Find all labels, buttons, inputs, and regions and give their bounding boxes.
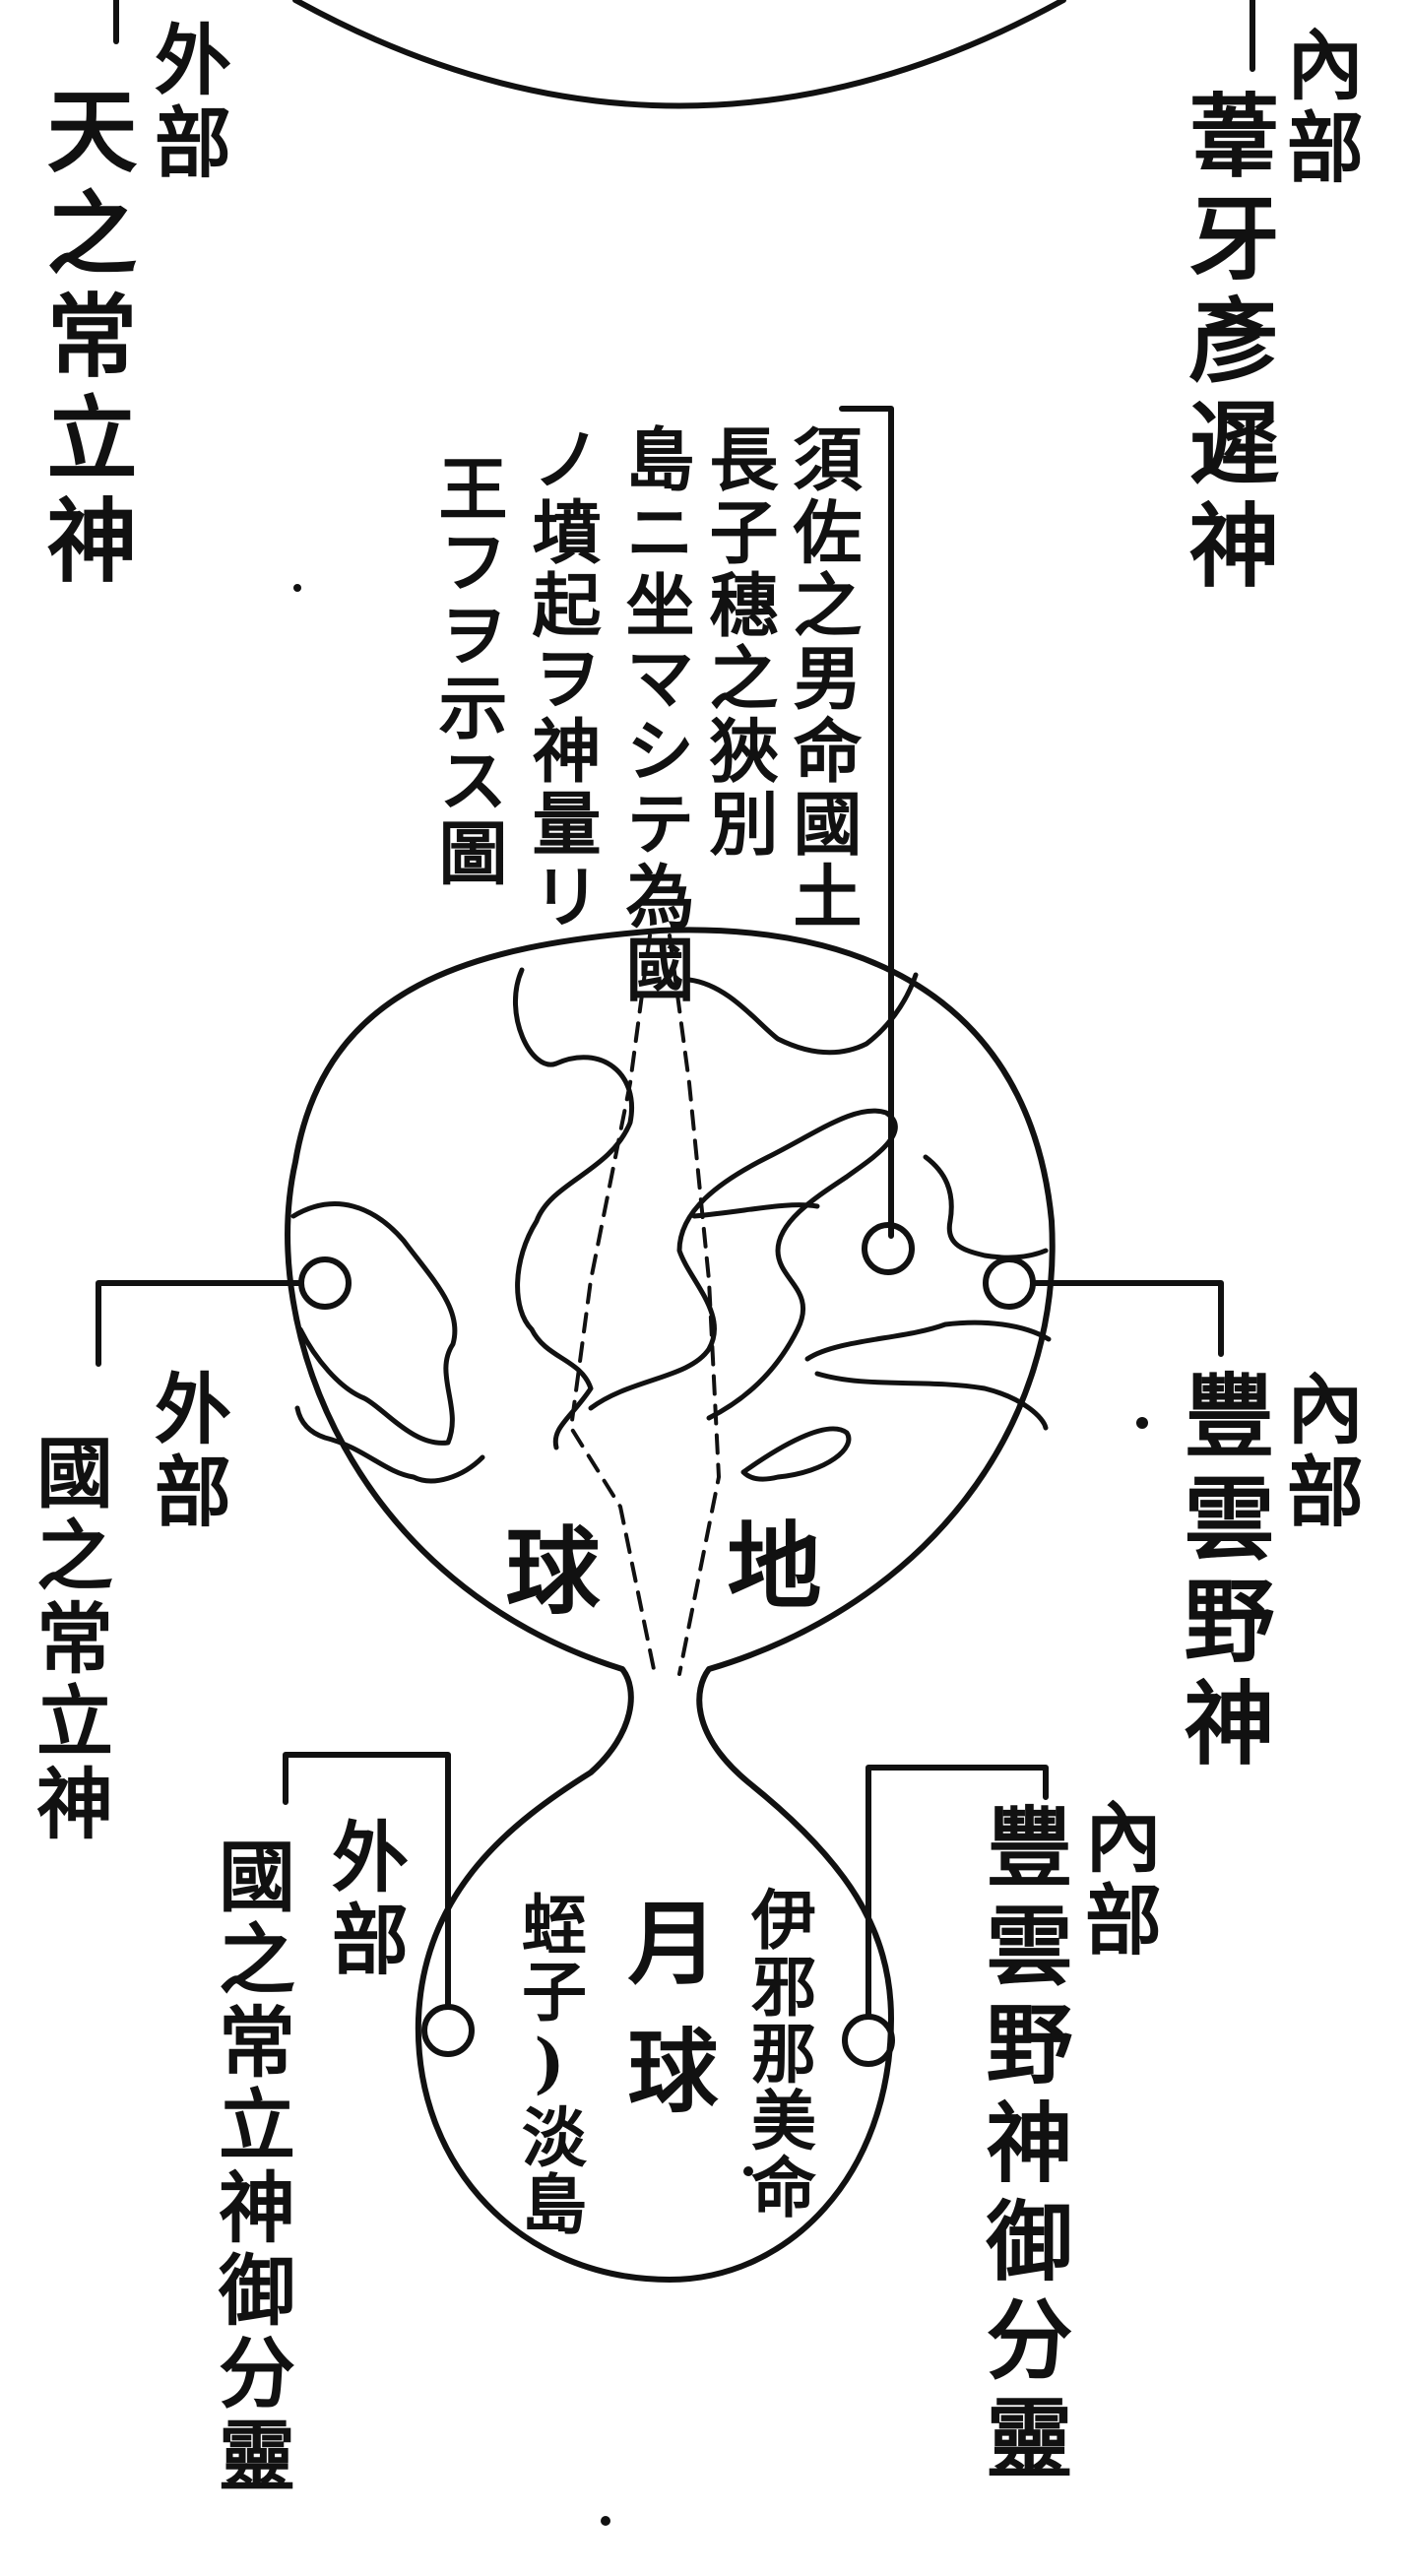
caption-line-1: 須佐之男命國土 <box>782 423 864 934</box>
caption-marker-circle <box>862 1222 915 1275</box>
moon-right-leader <box>865 1765 1049 2020</box>
caption-line-3: 島ニ坐マシテ為國 <box>614 423 696 1006</box>
moon-label-getsu: 月 <box>612 1896 719 1998</box>
moon-left-deity-name: 國之常立神御分靈 <box>206 1836 295 2498</box>
earth-label-kyu: 球 <box>489 1521 601 1628</box>
top-left-deity-name: 天之常立神 <box>32 84 138 596</box>
caption-dashed-lines <box>569 934 721 1676</box>
caption-line-2: 長子穗之狹別 <box>698 423 780 861</box>
moon-left-leader <box>283 1752 451 2010</box>
earth-left-leader <box>96 1280 303 1367</box>
moon-left-part-label: 外部 <box>319 1817 409 1982</box>
moon-right-marker <box>842 2014 895 2067</box>
earth-right-leader <box>1031 1280 1224 1357</box>
top-right-deity-name: 葦牙彥遲神 <box>1174 89 1280 601</box>
heaven-sphere-arc <box>292 0 1066 109</box>
earth-right-deity-name: 豐雲野神 <box>1169 1369 1275 1778</box>
caption-line-5: 王フヲ示ス圖 <box>427 453 509 890</box>
moon-inner-right-text: 伊邪那美命 <box>740 1886 817 2221</box>
earth-left-part-label: 外部 <box>142 1369 231 1534</box>
moon-left-marker <box>421 2004 475 2057</box>
top-right-part-label: 內部 <box>1274 25 1364 190</box>
top-left-part-label: 外部 <box>142 20 231 185</box>
earth-left-marker <box>298 1256 352 1310</box>
earth-label-chi: 地 <box>711 1516 822 1623</box>
moon-right-deity-name: 豐雲野神御分靈 <box>972 1802 1074 2491</box>
caption-line-4: ノ墳起ヲ神量リ <box>521 423 603 934</box>
earth-continents <box>290 967 1052 1484</box>
moon-inner-left-text: 蛭子)淡島 <box>511 1891 588 2237</box>
earth-globe-outline <box>285 927 1056 2283</box>
earth-right-part-label: 內部 <box>1274 1369 1364 1534</box>
print-specks <box>293 584 1148 2526</box>
earth-left-deity-name: 國之常立神 <box>24 1433 113 1846</box>
caption-leader-line <box>839 406 894 1239</box>
moon-right-part-label: 內部 <box>1072 1797 1162 1963</box>
earth-right-marker <box>983 1256 1036 1310</box>
moon-label-kyu: 球 <box>612 2024 719 2126</box>
